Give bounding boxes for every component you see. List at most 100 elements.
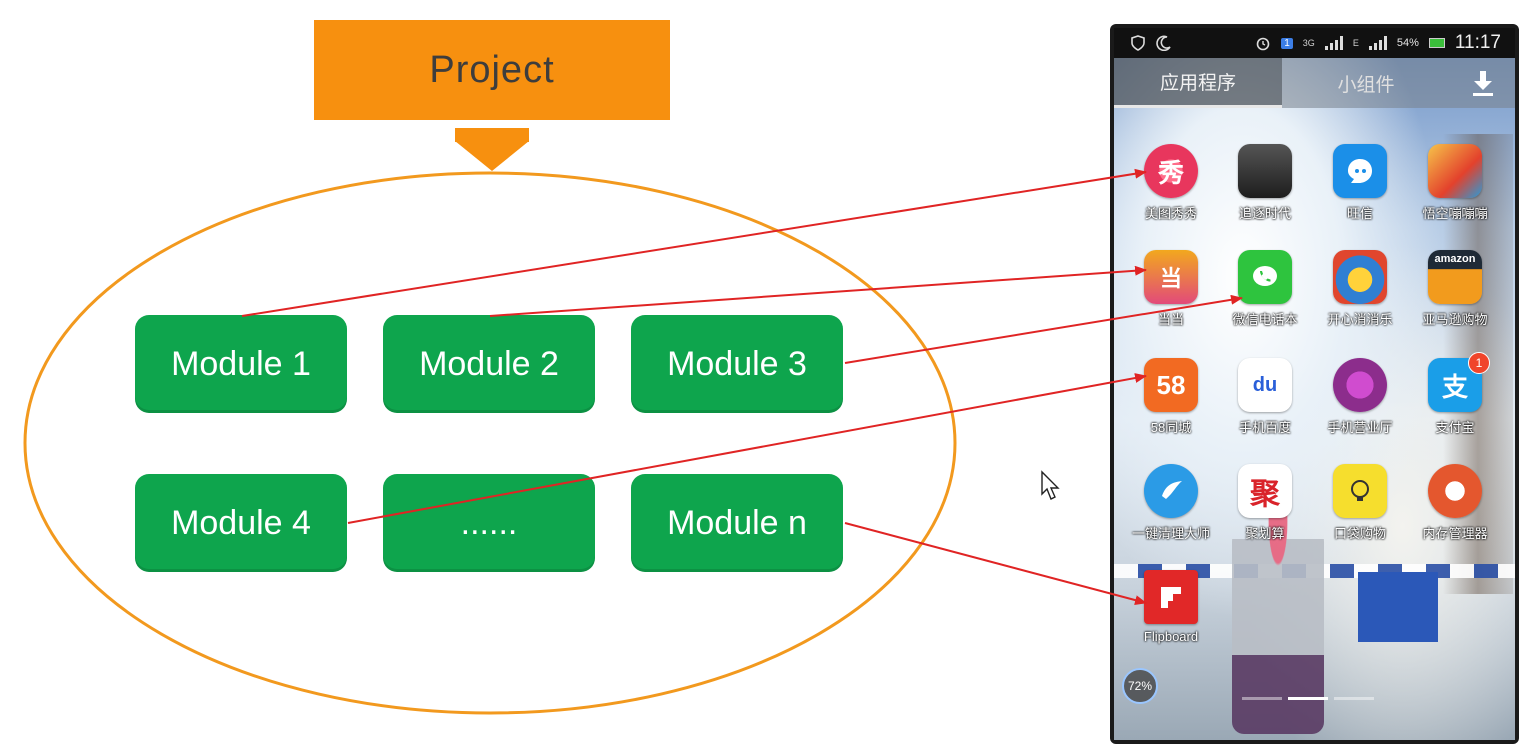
amazon-icon: amazon: [1428, 250, 1482, 304]
app-label: 内存管理器: [1422, 526, 1488, 541]
memory-icon: [1428, 464, 1482, 518]
network-3g-label: 3G: [1302, 38, 1315, 48]
app-cleaner[interactable]: 一键清理大师: [1124, 464, 1218, 564]
app-wukong[interactable]: 悟空嘣嘣嘣: [1408, 144, 1502, 244]
dangdang-icon: 当: [1144, 250, 1198, 304]
app-label: 口袋购物: [1333, 526, 1386, 541]
module-label: Module 3: [667, 344, 807, 383]
module-3: Module 3: [631, 315, 843, 413]
game-icon: [1238, 144, 1292, 198]
wallpaper-banner: [1358, 572, 1438, 642]
moon-icon: [1156, 35, 1171, 51]
project-ellipse: [23, 171, 957, 715]
tab-apps[interactable]: 应用程序: [1114, 58, 1282, 108]
shield-icon: [1131, 35, 1145, 51]
app-memory-manager[interactable]: 内存管理器: [1408, 464, 1502, 564]
app-label: Flipboard: [1143, 629, 1199, 644]
app-label: 当当: [1157, 312, 1184, 327]
signal-icon-2: [1368, 36, 1387, 50]
project-box: Project: [314, 20, 670, 120]
mouse-cursor-icon: [1041, 470, 1060, 500]
network-e-label: E: [1352, 38, 1359, 48]
notification-badge: 1: [1468, 352, 1490, 374]
sim-badge: 1: [1281, 37, 1293, 49]
memory-usage-badge[interactable]: 72%: [1122, 668, 1158, 704]
tab-widgets-label: 小组件: [1337, 74, 1395, 96]
connector-module-n: [844, 522, 1147, 606]
module-2: Module 2: [383, 315, 595, 413]
app-zhuizhu[interactable]: 追逐时代: [1218, 144, 1312, 244]
app-wangxin[interactable]: 旺信: [1313, 144, 1407, 244]
module-label: Module 1: [171, 344, 311, 383]
battery-percent: 54%: [1396, 37, 1419, 49]
connector-module-3: [844, 294, 1243, 364]
app-label: 开心消消乐: [1327, 312, 1393, 327]
app-label: 追逐时代: [1238, 206, 1291, 221]
wallpaper-child: [1232, 502, 1324, 734]
connector-module-4: [347, 373, 1147, 524]
download-icon: [1472, 71, 1493, 96]
module-1: Module 1: [135, 315, 347, 413]
module-label: Module 2: [419, 344, 559, 383]
status-time: 11:17: [1454, 32, 1501, 53]
down-arrow-stem: [455, 128, 529, 142]
app-label: 一键清理大师: [1131, 526, 1210, 541]
app-label: 聚划算: [1245, 526, 1285, 541]
app-label: 悟空嘣嘣嘣: [1422, 206, 1488, 221]
phone-screen: 1 3G E 54% 11:17 应用程序 小组件: [1110, 24, 1519, 744]
app-baidu[interactable]: du 手机百度: [1218, 358, 1312, 458]
module-ellipsis: ......: [383, 474, 595, 572]
tab-widgets[interactable]: 小组件: [1282, 58, 1450, 108]
battery-icon: [1428, 38, 1445, 48]
unicom-icon: [1333, 358, 1387, 412]
connector-module-2: [489, 265, 1147, 317]
module-label: Module n: [667, 503, 807, 542]
wangxin-icon: [1333, 144, 1387, 198]
app-alipay[interactable]: 支 1 支付宝: [1408, 352, 1502, 458]
app-dangdang[interactable]: 当 当当: [1124, 250, 1218, 350]
app-label: 微信电话本: [1232, 312, 1298, 327]
juhuasuan-icon: 聚: [1238, 464, 1292, 518]
app-unicom[interactable]: 手机营业厅: [1313, 358, 1407, 458]
app-label: 支付宝: [1435, 420, 1475, 435]
status-bar: 1 3G E 54% 11:17: [1114, 28, 1515, 58]
page-indicator: [1213, 697, 1403, 700]
58-icon: 58: [1144, 358, 1198, 412]
baidu-icon: du: [1238, 358, 1292, 412]
connector-module-1: [241, 168, 1147, 317]
download-button[interactable]: [1450, 58, 1515, 108]
koudai-icon: [1333, 464, 1387, 518]
xiaoxiaole-icon: [1333, 250, 1387, 304]
cleaner-icon: [1144, 464, 1198, 518]
signal-icon: [1324, 36, 1343, 50]
app-meitu[interactable]: 秀 美图秀秀: [1124, 144, 1218, 244]
app-juhuasuan[interactable]: 聚 聚划算: [1218, 464, 1312, 564]
wukong-icon: [1428, 144, 1482, 198]
tab-apps-label: 应用程序: [1159, 73, 1236, 94]
app-flipboard[interactable]: Flipboard: [1124, 570, 1218, 670]
app-label: 亚马逊购物: [1422, 312, 1488, 327]
app-koudai[interactable]: 口袋购物: [1313, 464, 1407, 564]
app-xiaoxiaole[interactable]: 开心消消乐: [1313, 250, 1407, 350]
module-4: Module 4: [135, 474, 347, 572]
module-label: ......: [460, 503, 518, 542]
app-amazon[interactable]: amazon 亚马逊购物: [1408, 250, 1502, 350]
phone-icon: [1238, 250, 1292, 304]
flipboard-icon: [1144, 570, 1198, 624]
down-arrow-icon: [455, 141, 529, 171]
app-label: 美图秀秀: [1144, 206, 1197, 221]
meitu-icon: 秀: [1144, 144, 1198, 198]
app-label: 手机百度: [1238, 420, 1291, 435]
app-label: 手机营业厅: [1327, 420, 1393, 435]
module-label: Module 4: [171, 503, 311, 542]
app-label: 58同城: [1150, 420, 1192, 435]
drawer-tab-bar: 应用程序 小组件: [1114, 58, 1515, 108]
module-n: Module n: [631, 474, 843, 572]
project-label: Project: [429, 48, 555, 91]
app-58[interactable]: 58 58同城: [1124, 358, 1218, 458]
alarm-icon: [1256, 37, 1270, 51]
app-weixin-phonebook[interactable]: 微信电话本: [1218, 250, 1312, 350]
